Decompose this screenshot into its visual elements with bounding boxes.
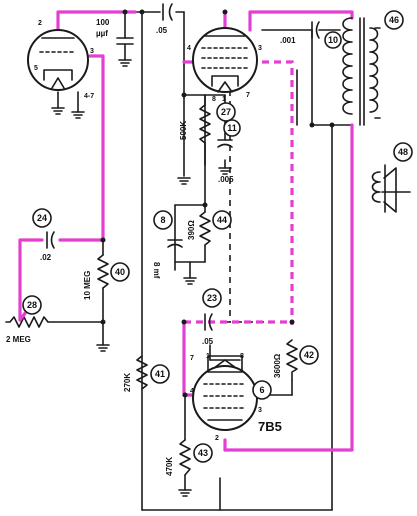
c23-value: .05 (202, 337, 214, 346)
c8mf-value: 8 mf (152, 262, 161, 279)
speaker-ref: 48 (398, 147, 408, 157)
output-transformer: 46 (342, 10, 404, 126)
ground-icon (218, 167, 232, 175)
c001-ref: 10 (328, 35, 338, 45)
pot-ref: 28 (27, 300, 37, 310)
t1-pin5: 5 (34, 65, 38, 72)
capacitor-c23: 23 .05 (202, 288, 222, 346)
c100-unit: µµf (96, 29, 108, 38)
t3-pin8: 8 (240, 353, 244, 360)
tube3-label: 7B5 (258, 419, 282, 434)
resistor-270k: 270K 41 (123, 355, 170, 392)
resistor-470k: 470K 43 (165, 439, 213, 476)
r270k-ref: 41 (155, 369, 165, 379)
r470k-value: 470K (165, 457, 174, 476)
pot-value: 2 MEG (6, 335, 31, 344)
r390-ref: 44 (217, 215, 227, 225)
tube-1: 2 3 4-7 5 (27, 20, 94, 100)
t1-pin4-7: 4-7 (84, 93, 94, 100)
ground-icon (178, 489, 192, 497)
capacitor-c11: 11 .005 (217, 119, 241, 184)
transformer-ref: 46 (389, 15, 399, 25)
potentiometer-2meg: 28 2 MEG (5, 295, 49, 344)
c05-top-value: .05 (156, 26, 168, 35)
ground-icon (71, 111, 85, 119)
r500k-ref: 27 (221, 107, 231, 117)
speaker-icon: 48 (371, 142, 413, 213)
tube3-ref: 6 (259, 385, 264, 395)
c100-value: 100 (96, 18, 110, 27)
ground-icon (118, 59, 132, 67)
t3-pin1: 1 (206, 353, 210, 360)
capacitor-c24: 24 .02 (32, 208, 55, 262)
r390-value: 390Ω (187, 220, 196, 240)
bias-section: 8 8 mf 390Ω 44 (152, 210, 232, 279)
c23-ref: 23 (207, 293, 217, 303)
t3-pin3: 3 (258, 407, 262, 414)
capacitor-c05-top: .05 (156, 3, 173, 35)
c24-value: .02 (40, 253, 52, 262)
c24-ref: 24 (37, 213, 47, 223)
t2-pin3: 3 (258, 45, 262, 52)
c8-ref: 8 (160, 215, 165, 225)
ground-icon (96, 344, 110, 352)
ground-icon (51, 107, 65, 115)
t1-pin3: 3 (90, 48, 94, 55)
t3-pin7: 7 (190, 355, 194, 362)
r500k-value: 500K (179, 121, 188, 140)
ground-icon (177, 177, 191, 185)
resistor-3600: 3600Ω 42 (273, 339, 319, 381)
t3-pin4: 4 (190, 388, 194, 395)
r470k-ref: 43 (198, 448, 208, 458)
resistor-500k: 500K 27 (179, 102, 236, 151)
r3600-ref: 42 (304, 350, 314, 360)
t2-pin8: 8 (212, 96, 216, 103)
c001-value: .001 (280, 36, 296, 45)
r10meg-value: 10 MEG (83, 271, 92, 300)
t2-pin4: 4 (187, 45, 191, 52)
t1-pin2: 2 (38, 20, 42, 27)
tube-3-7b5: 1 8 3 4 2 7 6 7B5 (190, 353, 282, 442)
t3-pin2: 2 (215, 435, 219, 442)
capacitor-c001: .001 10 (261, 21, 342, 49)
c11-value: .005 (218, 175, 234, 184)
resistor-10meg: 10 MEG 40 (83, 254, 130, 300)
t2-pin7: 7 (246, 92, 250, 99)
r270k-value: 270K (123, 373, 132, 392)
r3600-value: 3600Ω (273, 353, 282, 378)
ground-symbols (51, 59, 232, 497)
tube-2: 4 3 8 1 7 (187, 27, 262, 103)
capacitor-c100: 100 µµf (96, 18, 134, 45)
ground-icon (183, 277, 197, 285)
c11-ref: 11 (227, 123, 237, 133)
t2-pin1: 1 (222, 96, 226, 103)
junction-dots (100, 9, 335, 398)
r10meg-ref: 40 (115, 267, 125, 277)
